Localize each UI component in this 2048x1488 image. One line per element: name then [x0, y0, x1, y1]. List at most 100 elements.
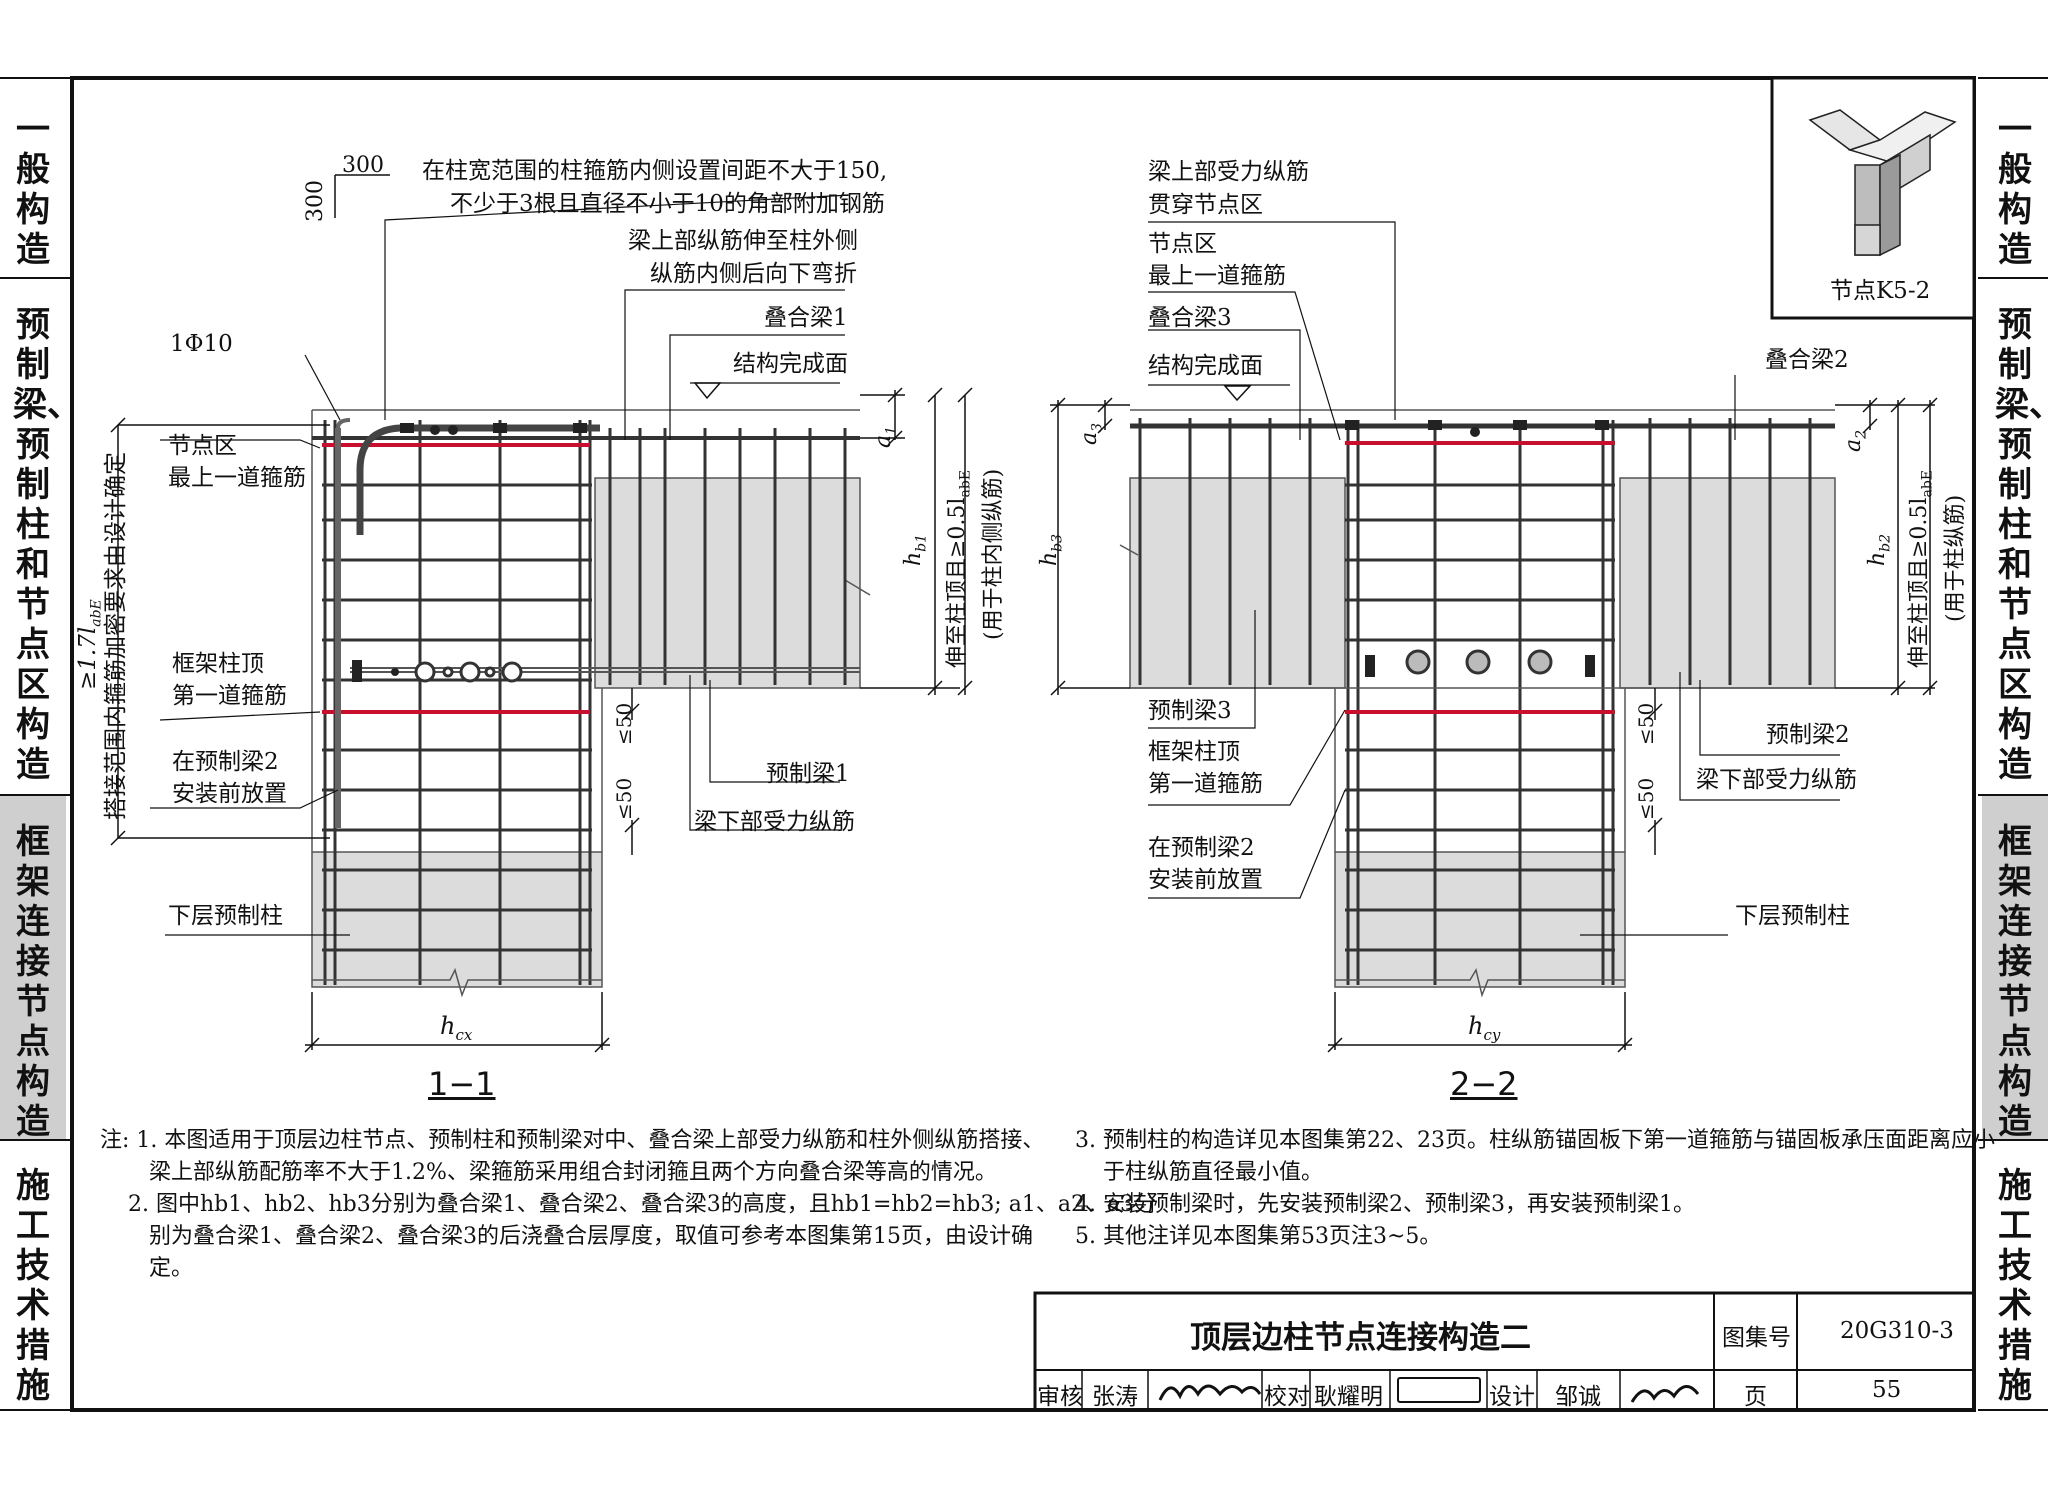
- signature-gengyaoming: [1397, 1377, 1481, 1403]
- title-block: [1033, 1291, 1976, 1412]
- section-2-2: [1050, 221, 1938, 1053]
- s2-composite-beam3: 叠合梁3: [1148, 305, 1232, 331]
- s1-note-top-1: 梁上部纵筋伸至柱外侧: [628, 228, 858, 254]
- node-thumbnail-label: 节点K5-2: [1830, 278, 1931, 304]
- s1-note-corner-1: 在柱宽范围的柱箍筋内侧设置间距不大于150,: [422, 158, 888, 184]
- s2-a3-main: a: [1077, 431, 1102, 445]
- design-label: 设计: [1489, 1384, 1535, 1410]
- note-line: 定。: [100, 1256, 193, 1281]
- s2-extend-2: (用于柱纵筋): [1943, 494, 1968, 622]
- right-tab-general[interactable]: 一般构造: [1982, 110, 2048, 270]
- dim-hcx: [304, 992, 610, 1053]
- s1-node-stirrup-2: 最上一道箍筋: [168, 465, 306, 491]
- reviewer-name: 张涛: [1092, 1384, 1138, 1410]
- s2-hb2-main: h: [1865, 551, 1890, 566]
- column-bars-1: [323, 420, 592, 985]
- tab-label: 施工技术措施: [1998, 1166, 2032, 1406]
- s1-phi10: 1Φ10: [170, 331, 233, 357]
- tab-label: 施工技术措施: [16, 1166, 50, 1406]
- note-line: 2. 图中hb1、hb2、hb3分别为叠合梁1、叠合梁2、叠合梁3的高度，且hb…: [100, 1192, 1157, 1217]
- s2-a3: a3: [1074, 423, 1113, 445]
- s2-hb3: hb3: [1034, 534, 1073, 566]
- s2-before-install-2: 安装前放置: [1148, 867, 1263, 893]
- s1-extend-1: 伸至柱顶且≥0.5labE: [942, 470, 981, 668]
- dim-right-1: [860, 387, 973, 696]
- right-tab-construction[interactable]: 施工技术措施: [1982, 1166, 2048, 1406]
- s1-lower-column: 下层预制柱: [168, 903, 283, 929]
- section-1-1: [110, 174, 973, 1053]
- beam-stirrups-1: [608, 428, 847, 685]
- s2-extend-1-sub: abE: [1919, 470, 1936, 498]
- s2-extend-1-main: 伸至柱顶且≥0.5l: [1907, 497, 1932, 668]
- s1-hcx: hcx: [440, 1010, 472, 1051]
- signature-zhangtao: [1158, 1384, 1262, 1401]
- left-tab-general[interactable]: 一般构造: [0, 110, 66, 270]
- s1-precast-beam: 预制梁1: [766, 761, 850, 787]
- s2-hb2-sub: b2: [1877, 533, 1894, 552]
- s2-a2-sub: 2: [1853, 429, 1870, 439]
- right-tab-precast[interactable]: 预制梁、预制柱和节点区构造: [1982, 305, 2048, 785]
- s1-hb1-sub: b1: [913, 533, 930, 552]
- dim-right-2: [1835, 397, 1938, 696]
- notes-left: 注: 1. 本图适用于顶层边柱节点、预制柱和预制梁对中、叠合梁上部受力纵筋和柱外…: [100, 1125, 1156, 1285]
- s1-dim-300-v: 300: [303, 180, 328, 222]
- right-tab-frame-joint[interactable]: 框架连接节点构造: [1982, 822, 2048, 1142]
- s2-before-install-1: 在预制梁2: [1148, 835, 1255, 861]
- atlas-number: 20G310-3: [1840, 1318, 1954, 1344]
- top-bar-sections-2: [1345, 420, 1609, 437]
- s2-node-stirrup-1: 节点区: [1148, 231, 1217, 257]
- dim-hcy: [1327, 992, 1633, 1053]
- s1-lap-length-main: ≥1.7l: [75, 626, 101, 690]
- s1-extend-1-sub: abE: [957, 470, 974, 498]
- s1-col-top-stirrup-2: 第一道箍筋: [172, 683, 287, 709]
- notes-right: 3. 预制柱的构造详见本图集第22、23页。柱纵筋锚固板下第一道箍筋与锚固板承压…: [1075, 1125, 1995, 1253]
- s1-before-install-1: 在预制梁2: [172, 749, 279, 775]
- drawing-title: 顶层边柱节点连接构造二: [1190, 1320, 1531, 1356]
- tab-label: 一般构造: [1998, 110, 2032, 270]
- precast-beam-3-body: [1129, 477, 1346, 689]
- left-tab-active-bg: [0, 795, 66, 1140]
- s1-hcx-sub: cx: [455, 1025, 473, 1044]
- node-thumbnail: [1770, 76, 1976, 320]
- s1-lap-length-sub: abE: [88, 599, 105, 627]
- dim-le50-2: [1647, 688, 1663, 855]
- column-bars-2: [1346, 420, 1615, 985]
- s2-through-1: 梁上部受力纵筋: [1148, 159, 1309, 185]
- s2-node-stirrup-2: 最上一道箍筋: [1148, 263, 1286, 289]
- designer-name: 邹诚: [1555, 1384, 1601, 1410]
- s2-le50-a: ≤50: [1634, 702, 1658, 745]
- s2-precast-beam3: 预制梁3: [1148, 698, 1232, 724]
- s2-a2-main: a: [1841, 438, 1866, 452]
- s1-hcx-main: h: [440, 1012, 456, 1040]
- s1-extend-1-main: 伸至柱顶且≥0.5l: [945, 497, 970, 668]
- s1-hb1-main: h: [901, 551, 926, 566]
- s1-note-corner-2: 不少于3根且直径不小于10的角部附加钢筋: [450, 191, 885, 217]
- note-line: 梁上部纵筋配筋率不大于1.2%、梁箍筋采用组合封闭箍且两个方向叠合梁等高的情况。: [100, 1160, 997, 1185]
- precast-beam-2-body: [1619, 477, 1836, 689]
- column-stirrups-2: [1345, 483, 1615, 952]
- s1-hb1: hb1: [898, 534, 937, 566]
- s1-composite-beam: 叠合梁1: [764, 305, 848, 331]
- main-frame: [70, 76, 1976, 1412]
- tab-label: 预制梁、预制柱和节点区构造: [1995, 305, 2048, 785]
- s1-le50-b: ≤50: [612, 777, 636, 820]
- signature-zoucheng: [1630, 1385, 1700, 1403]
- left-tab-frame-joint[interactable]: 框架连接节点构造: [0, 822, 66, 1142]
- note-line: 5. 其他注详见本图集第53页注3~5。: [1075, 1224, 1442, 1249]
- note-line: 3. 预制柱的构造详见本图集第22、23页。柱纵筋锚固板下第一道箍筋与锚固板承压…: [1075, 1128, 1995, 1153]
- s2-finish-surface: 结构完成面: [1148, 353, 1263, 379]
- node-3d-icon: [1808, 109, 1957, 257]
- top-bar-bend-1: [356, 424, 600, 535]
- note-line: 注: 1. 本图适用于顶层边柱节点、预制柱和预制梁对中、叠合梁上部受力纵筋和柱外…: [100, 1128, 1045, 1153]
- s1-a1-main: a: [871, 434, 896, 448]
- s2-hcy: hcy: [1468, 1010, 1500, 1051]
- left-tab-construction[interactable]: 施工技术措施: [0, 1166, 66, 1406]
- s1-before-install-2: 安装前放置: [172, 781, 287, 807]
- s2-hcy-sub: cy: [1483, 1025, 1501, 1044]
- s2-hcy-main: h: [1468, 1012, 1484, 1040]
- s1-le50-a: ≤50: [612, 702, 636, 745]
- s2-precast-beam2: 预制梁2: [1766, 722, 1850, 748]
- s2-a3-sub: 3: [1089, 422, 1106, 432]
- right-tab-active-bg: [1982, 795, 2048, 1140]
- page-number: 55: [1872, 1377, 1902, 1403]
